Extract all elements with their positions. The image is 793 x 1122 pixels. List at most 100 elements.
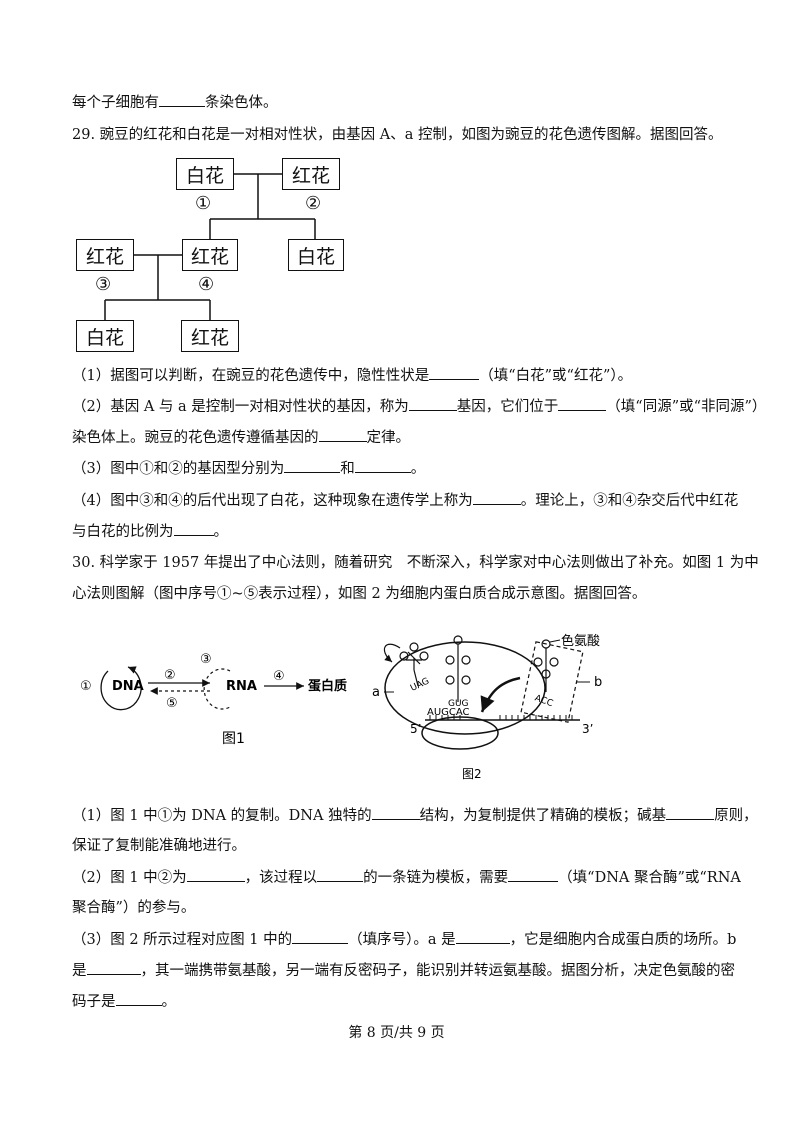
question-30: 30. 科学家于 1957 年提出了中心法则，随着研究 不断深入，科学家对中心法…	[72, 555, 759, 571]
rna-replication-arrow	[203, 668, 231, 710]
label-b: b	[594, 675, 602, 690]
text: 每个子细胞有	[72, 95, 159, 111]
text: 的一条链为模板，需要	[363, 870, 509, 886]
label-4: ④	[198, 274, 215, 295]
q30-part2: （2）图 1 中②为，该过程以的一条链为模板，需要（填“DNA 聚合酶”或“RN…	[72, 867, 741, 888]
text: ，该过程以	[244, 870, 318, 886]
fig1-caption: 图1	[222, 731, 245, 747]
answer-blank[interactable]	[115, 991, 162, 1006]
answer-blank[interactable]	[508, 867, 559, 882]
q30-part3: （3）图 2 所示过程对应图 1 中的 （填序号）。a 是 ，它是细胞内合成蛋白质的…	[72, 929, 736, 950]
figure-1-central-dogma: ① DNA ② ⑤ ③ RNA ④ 蛋白质 图1	[80, 652, 347, 747]
q29-part4-cont: 与白花的比例为 。	[72, 521, 228, 542]
page-footer: 第 8 页/共 9 页	[348, 1025, 445, 1041]
text: （填“同源”或“非同源”）	[606, 399, 767, 415]
label-1: ①	[195, 193, 212, 214]
text: 。	[161, 994, 177, 1010]
amino-acid-label: 色氨酸	[561, 633, 600, 649]
question-30-cont: 心法则图解（图中序号①~⑤表示过程），如图 2 为细胞内蛋白质合成示意图。据图回…	[72, 586, 647, 602]
text: 结构，为复制提供了精确的模板；碱基	[419, 808, 667, 824]
text: （3）图 2 所示过程对应图 1 中的	[72, 932, 293, 948]
text: 定律。	[366, 430, 411, 446]
trna-anticodon-gug: GUG	[448, 699, 469, 709]
text: ，它是细胞内合成蛋白质的场所。b	[509, 932, 737, 948]
text: ，其一端携带氨基酸，另一端有反密码子，能识别并转运氨基酸。据图分析，决定色氨酸的…	[140, 963, 736, 979]
f1-red-flower-left: 红花	[76, 239, 134, 271]
fig1-dna-label: DNA	[112, 679, 144, 694]
question-29: 29. 豌豆的红花和白花是一对相对性状，由基因 A、a 控制，如图为豌豆的花色遗…	[72, 127, 723, 143]
f2-red-flower: 红花	[181, 320, 239, 352]
text: （填序号）。a 是	[348, 932, 456, 948]
pedigree-lines	[104, 173, 316, 320]
five-prime-label: 5’	[410, 722, 421, 736]
answer-blank[interactable]	[472, 490, 521, 505]
answer-blank[interactable]	[318, 427, 367, 442]
trna-anticodon-uag: UAG	[409, 676, 431, 693]
fig1-circled-3: ③	[200, 652, 212, 667]
q29-part2: （2）基因 A 与 a 是控制一对相对性状的基因，称为 基因，它们位于 （填“同源”…	[72, 396, 766, 417]
text: 与白花的比例为	[72, 524, 174, 540]
trna-entering	[533, 639, 559, 692]
trna-anticodon-acc: ACC	[533, 693, 554, 709]
answer-blank[interactable]	[558, 396, 607, 411]
text: 染色体上。豌豆的花色遗传遵循基因的	[72, 430, 319, 446]
q29-part2-cont: 染色体上。豌豆的花色遗传遵循基因的 定律。	[72, 427, 410, 448]
q30-part3-cont: 是 ，其一端携带氨基酸，另一端有反密码子，能识别并转运氨基酸。据图分析，决定色氨酸…	[72, 960, 735, 981]
label-3: ③	[95, 274, 112, 295]
answer-blank[interactable]	[666, 805, 715, 820]
fig1-circled-1: ①	[80, 679, 92, 694]
fig1-circled-2: ②	[164, 668, 176, 683]
answer-blank[interactable]	[455, 929, 510, 944]
answer-blank[interactable]	[284, 458, 341, 473]
f1-red-flower: 红花	[182, 239, 238, 271]
text: （1）据图可以判断，在豌豆的花色遗传中，隐性性状是	[72, 368, 430, 384]
q30-part1: （1）图 1 中①为 DNA 的复制。DNA 独特的 结构，为复制提供了精确的模板…	[72, 805, 758, 826]
text: （1）图 1 中①为 DNA 的复制。DNA 独特的	[72, 808, 372, 824]
answer-blank[interactable]	[86, 960, 141, 975]
text: 码子是	[72, 994, 116, 1010]
entering-trna-box	[520, 641, 584, 723]
text: 。理论上，③和④杂交后代中红花	[520, 493, 739, 509]
answer-blank[interactable]	[186, 867, 245, 882]
q29-part3: （3）图中①和②的基因型分别为 和 。	[72, 458, 425, 479]
answer-blank[interactable]	[317, 867, 364, 882]
text: （填“白花”或“红花”）。	[479, 368, 633, 384]
answer-blank[interactable]	[371, 805, 420, 820]
answer-blank[interactable]	[159, 92, 205, 107]
fig2-caption: 图2	[462, 767, 482, 781]
answer-blank[interactable]	[429, 365, 480, 380]
q30-part3-cont2: 码子是 。	[72, 991, 176, 1012]
text: （4）图中③和④的后代出现了白花，这种现象在遗传学上称为	[72, 493, 473, 509]
entry-arrow	[480, 676, 521, 713]
text: 原则，	[714, 808, 758, 824]
fig1-circled-5: ⑤	[166, 696, 178, 711]
answer-blank[interactable]	[173, 521, 214, 536]
q30-part1-cont: 保证了复制能准确地进行。	[72, 838, 246, 854]
f1-white-flower: 白花	[288, 239, 344, 271]
answer-blank[interactable]	[408, 396, 457, 411]
text-line: 每个子细胞有 条染色体。	[72, 92, 278, 113]
answer-blank[interactable]	[292, 929, 349, 944]
text: 。	[213, 524, 229, 540]
text: 是	[72, 963, 87, 979]
q29-part1: （1）据图可以判断，在豌豆的花色遗传中，隐性性状是 （填“白花”或“红花”）。	[72, 365, 632, 386]
mrna-codons: AUGCAC	[427, 707, 470, 718]
mrna-bases	[429, 715, 573, 720]
f2-white-flower: 白花	[76, 320, 134, 352]
q29-part4: （4）图中③和④的后代出现了白花，这种现象在遗传学上称为 。理论上，③和④杂交后代…	[72, 490, 738, 511]
text: （2）基因 A 与 a 是控制一对相对性状的基因，称为	[72, 399, 409, 415]
text: 和	[340, 461, 355, 477]
label-2: ②	[305, 193, 322, 214]
answer-blank[interactable]	[354, 458, 411, 473]
fig1-circled-4: ④	[273, 669, 285, 684]
figure-2-translation: AUGCAC 5’ 3’ UAG GUG ACC 色氨酸 b a 图2	[372, 633, 602, 781]
trna-middle	[445, 635, 471, 702]
text: 。	[410, 461, 426, 477]
text: 条染色体。	[205, 95, 278, 111]
text: 基因，它们位于	[456, 399, 559, 415]
exit-arrow	[383, 643, 401, 663]
three-prime-label: 3’	[582, 722, 593, 736]
replication-arrow	[100, 666, 142, 711]
text: （3）图中①和②的基因型分别为	[72, 461, 285, 477]
parent-white-flower: 白花	[176, 158, 234, 190]
